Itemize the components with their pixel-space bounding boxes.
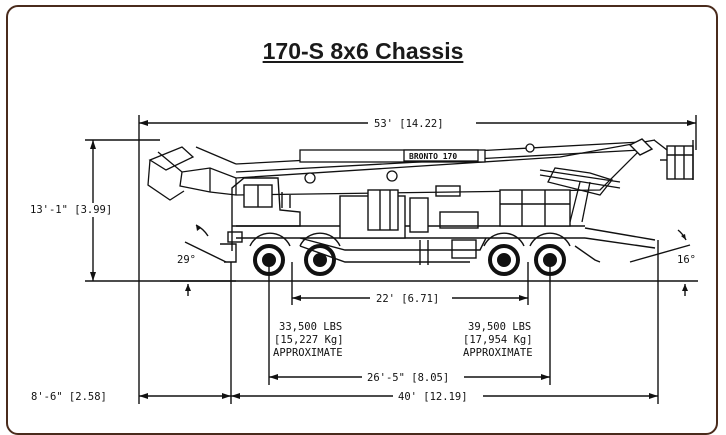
label-rear-load: 39,500 LBS [468, 321, 531, 333]
platform-basket [628, 138, 694, 180]
label-front-load-kg: [15,227 Kg] [274, 334, 344, 346]
label-chassis-length: 40' [12.19] [398, 391, 468, 403]
label-angle-rear: 16° [677, 254, 696, 266]
label-angle-front: 29° [177, 254, 196, 266]
wheel-front-2 [304, 244, 336, 276]
label-front-approx: APPROXIMATE [273, 347, 343, 359]
label-front-load: 33,500 LBS [279, 321, 342, 333]
label-height: 13'-1" [3.99] [30, 204, 112, 216]
chassis-body [220, 185, 656, 265]
cab [227, 177, 301, 251]
boom: BRONTO 170 [147, 139, 656, 223]
label-rear-load-kg: [17,954 Kg] [463, 334, 533, 346]
wheel-rear-1 [488, 244, 520, 276]
label-axle-spread: 26'-5" [8.05] [367, 372, 449, 384]
angle-line-front [184, 241, 227, 263]
angle-line-rear [629, 244, 691, 263]
label-overall-length: 53' [14.22] [374, 118, 444, 130]
label-rear-approx: APPROXIMATE [463, 347, 533, 359]
label-wheelbase: 22' [6.71] [376, 293, 439, 305]
diagram-title: 170-S 8x6 Chassis [262, 38, 464, 64]
boom-label: BRONTO 170 [409, 152, 457, 161]
label-overhang: 8'-6" [2.58] [31, 391, 107, 403]
chassis-drawing: BRONTO 170 [30, 115, 698, 404]
